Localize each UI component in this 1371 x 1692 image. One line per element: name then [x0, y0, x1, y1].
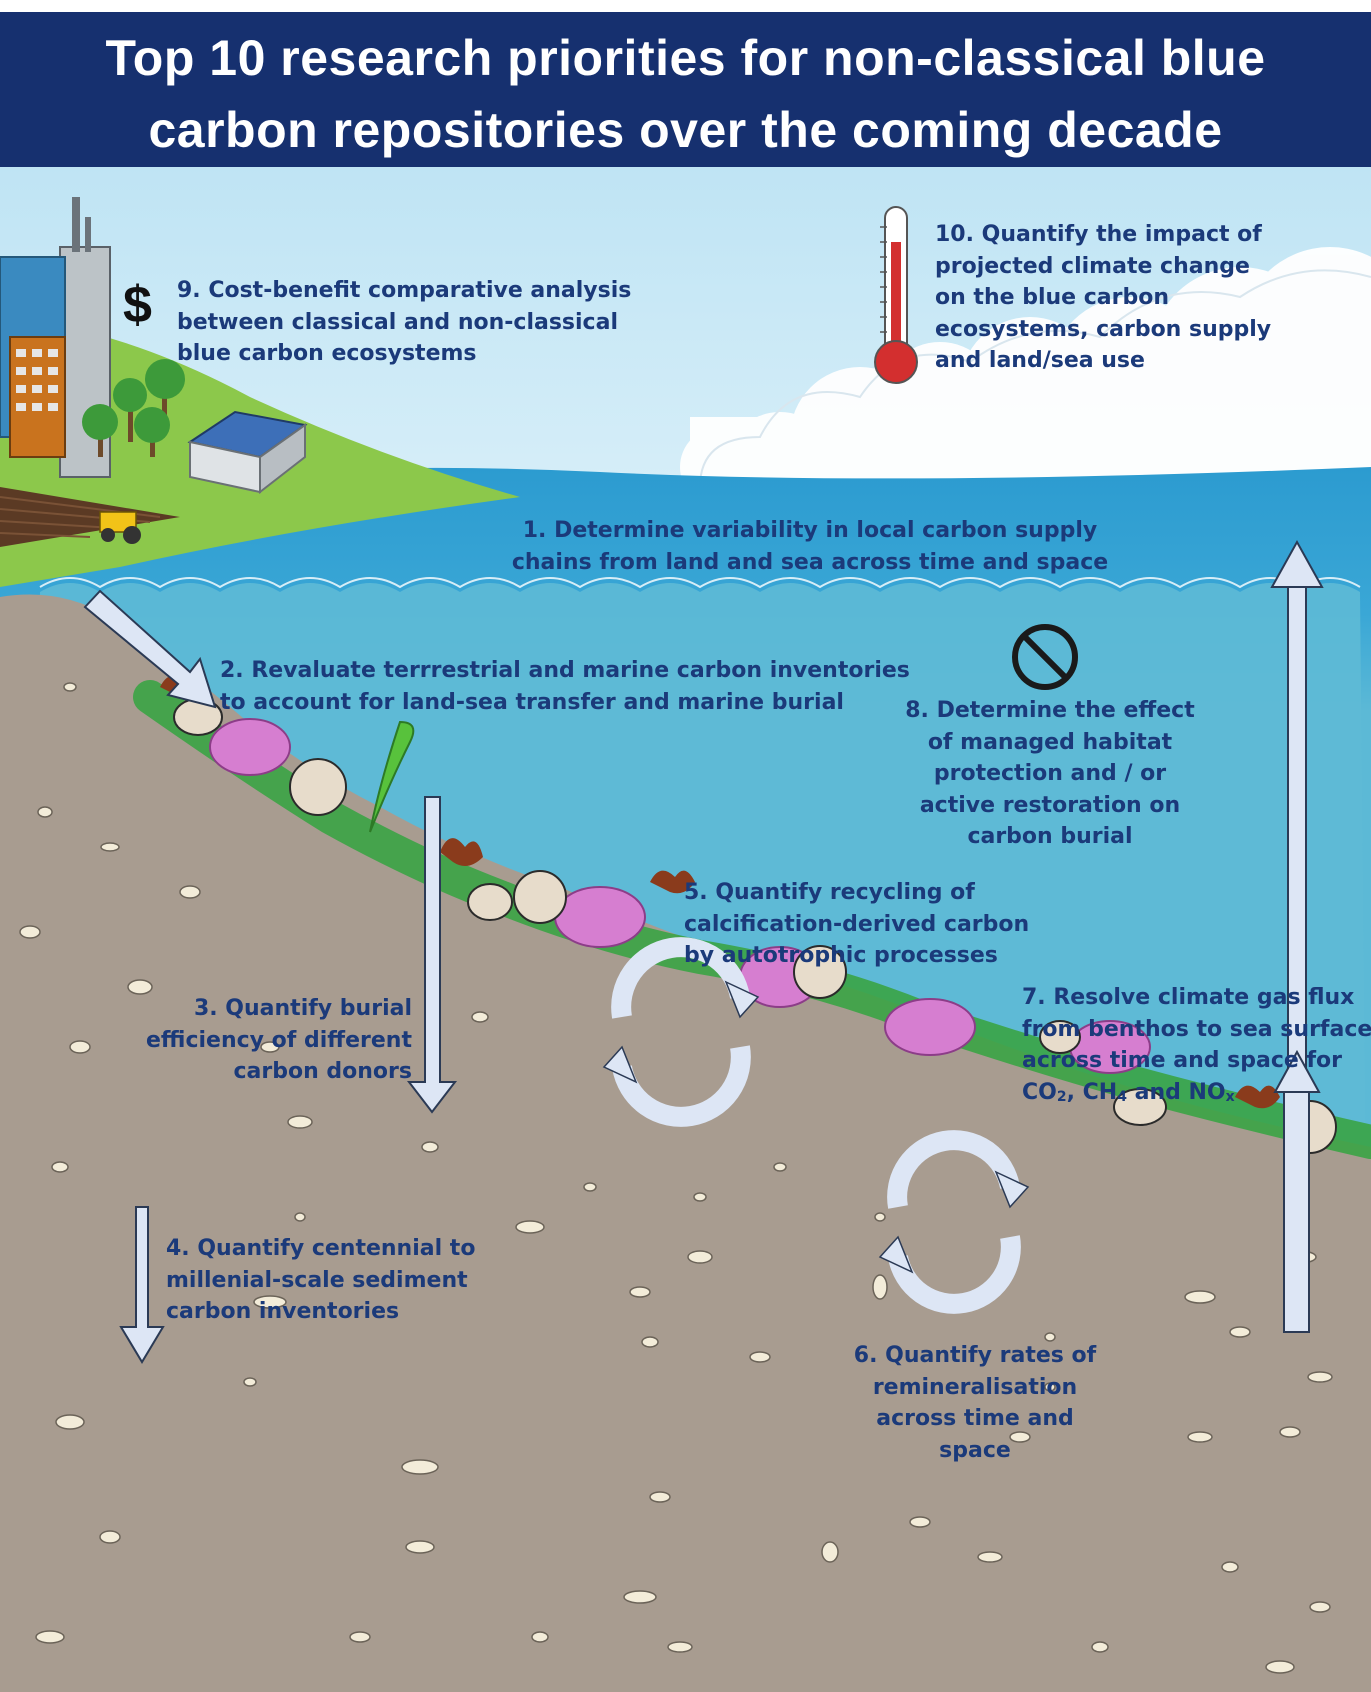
- city-buildings: [0, 197, 111, 478]
- priority-8-line: protection and / or: [933, 761, 1167, 786]
- priority-3: 3. Quantify burial efficiency of differe…: [100, 993, 412, 1088]
- page-title: Top 10 research priorities for non-class…: [0, 12, 1371, 166]
- sediment-pebbles: [19, 682, 1333, 1674]
- priority-10-line: ecosystems, carbon supply: [935, 316, 1272, 342]
- priority-5: 5. Quantify recycling of calcification-d…: [684, 877, 1029, 972]
- gas-no-text: and NO: [1126, 1079, 1226, 1105]
- priority-4-line: millenial-scale sediment: [166, 1267, 468, 1293]
- priority-3-line: carbon donors: [233, 1059, 412, 1084]
- priority-7: 7. Resolve climate gas flux from benthos…: [1022, 982, 1371, 1113]
- priority-8: 8. Determine the effect of managed habit…: [880, 695, 1220, 853]
- priority-1-line: 1. Determine variability in local carbon…: [522, 518, 1098, 543]
- priority-4: 4. Quantify centennial to millenial-scal…: [166, 1233, 475, 1328]
- priority-9-line: between classical and non-classical: [177, 309, 618, 335]
- priority-9-line: blue carbon ecosystems: [177, 341, 477, 366]
- priority-7-line: 7. Resolve climate gas flux: [1022, 985, 1355, 1010]
- arrow-flux-up-lower: [1283, 1091, 1310, 1333]
- priority-4-line: 4. Quantify centennial to: [166, 1236, 476, 1261]
- arrow-burial-down: [406, 796, 458, 1114]
- priority-9-line: 9. Cost-benefit comparative analysis: [177, 278, 632, 303]
- recycle-arrows-5: [602, 937, 760, 1127]
- priority-2-line: to account for land-sea transfer and mar…: [220, 689, 844, 715]
- priority-7-line: across time and space for: [1022, 1048, 1343, 1073]
- priority-7-line: from benthos to sea surface: [1022, 1016, 1371, 1042]
- gas-ch-sub: 4: [1117, 1088, 1127, 1105]
- title-line-2: carbon repositories over the coming deca…: [148, 102, 1223, 158]
- priority-8-line: of managed habitat: [927, 729, 1173, 755]
- ocean-scene: $ 9. Cost-benefit comparative analysis b…: [0, 167, 1371, 1692]
- trees: [82, 359, 185, 457]
- arrow-flux-up-head: [1270, 539, 1324, 588]
- priority-6-line: 6. Quantify rates of: [853, 1343, 1097, 1368]
- tractor: [99, 511, 141, 544]
- priority-10-line: 10. Quantify the impact of: [935, 222, 1262, 247]
- priority-1-line: chains from land and sea across time and…: [511, 549, 1109, 575]
- priority-3-line: 3. Quantify burial: [193, 996, 412, 1021]
- wave-line: [39, 577, 1361, 589]
- priority-6-line: remineralisation: [872, 1374, 1078, 1400]
- priority-4-line: carbon inventories: [166, 1299, 400, 1324]
- prohibition-icon: [1012, 624, 1078, 690]
- cloud-outline: [699, 269, 1371, 488]
- gas-co-sub: 2: [1056, 1088, 1067, 1105]
- priority-8-line: active restoration on: [919, 792, 1181, 818]
- thermometer-icon: [874, 206, 918, 384]
- title-banner: Top 10 research priorities for non-class…: [0, 12, 1371, 167]
- arrow-sediment-down: [119, 1206, 165, 1364]
- priority-5-line: 5. Quantify recycling of: [684, 880, 975, 905]
- recycle-arrows-6: [878, 1130, 1030, 1314]
- gas-ch-text: , CH: [1066, 1079, 1118, 1105]
- arrow-land-to-sea: [83, 589, 217, 709]
- priority-2-line: 2. Revaluate terrrestrial and marine car…: [220, 658, 910, 683]
- priority-5-line: by autotrophic processes: [684, 943, 998, 968]
- priority-7-gas-line: CO2, CH4 and NOx: [1022, 1077, 1371, 1114]
- priority-10-line: on the blue carbon: [935, 285, 1169, 310]
- priority-5-line: calcification-derived carbon: [684, 911, 1030, 937]
- dollar-icon: $: [123, 276, 152, 334]
- sediment: [0, 594, 1371, 1692]
- title-line-1: Top 10 research priorities for non-class…: [105, 30, 1266, 86]
- priority-10-line: projected climate change: [935, 253, 1250, 279]
- priority-10: 10. Quantify the impact of projected cli…: [935, 219, 1271, 377]
- gas-no-sub: x: [1225, 1088, 1235, 1105]
- priority-1: 1. Determine variability in local carbon…: [490, 515, 1130, 578]
- priority-2: 2. Revaluate terrrestrial and marine car…: [220, 655, 910, 718]
- scene-illustration: [0, 167, 1371, 1692]
- gas-co-text: CO: [1022, 1079, 1057, 1105]
- priority-9: 9. Cost-benefit comparative analysis bet…: [177, 275, 631, 370]
- arrow-flux-up-lower-head: [1273, 1049, 1321, 1093]
- priority-10-line: and land/sea use: [935, 348, 1145, 373]
- priority-8-line: carbon burial: [967, 824, 1133, 849]
- priority-8-line: 8. Determine the effect: [905, 698, 1195, 723]
- priority-6-line: space: [939, 1437, 1011, 1463]
- priority-6-line: across time and: [876, 1406, 1074, 1431]
- solar-barn: [187, 410, 308, 495]
- priority-6: 6. Quantify rates of remineralisation ac…: [830, 1340, 1120, 1466]
- priority-3-line: efficiency of different: [146, 1027, 412, 1053]
